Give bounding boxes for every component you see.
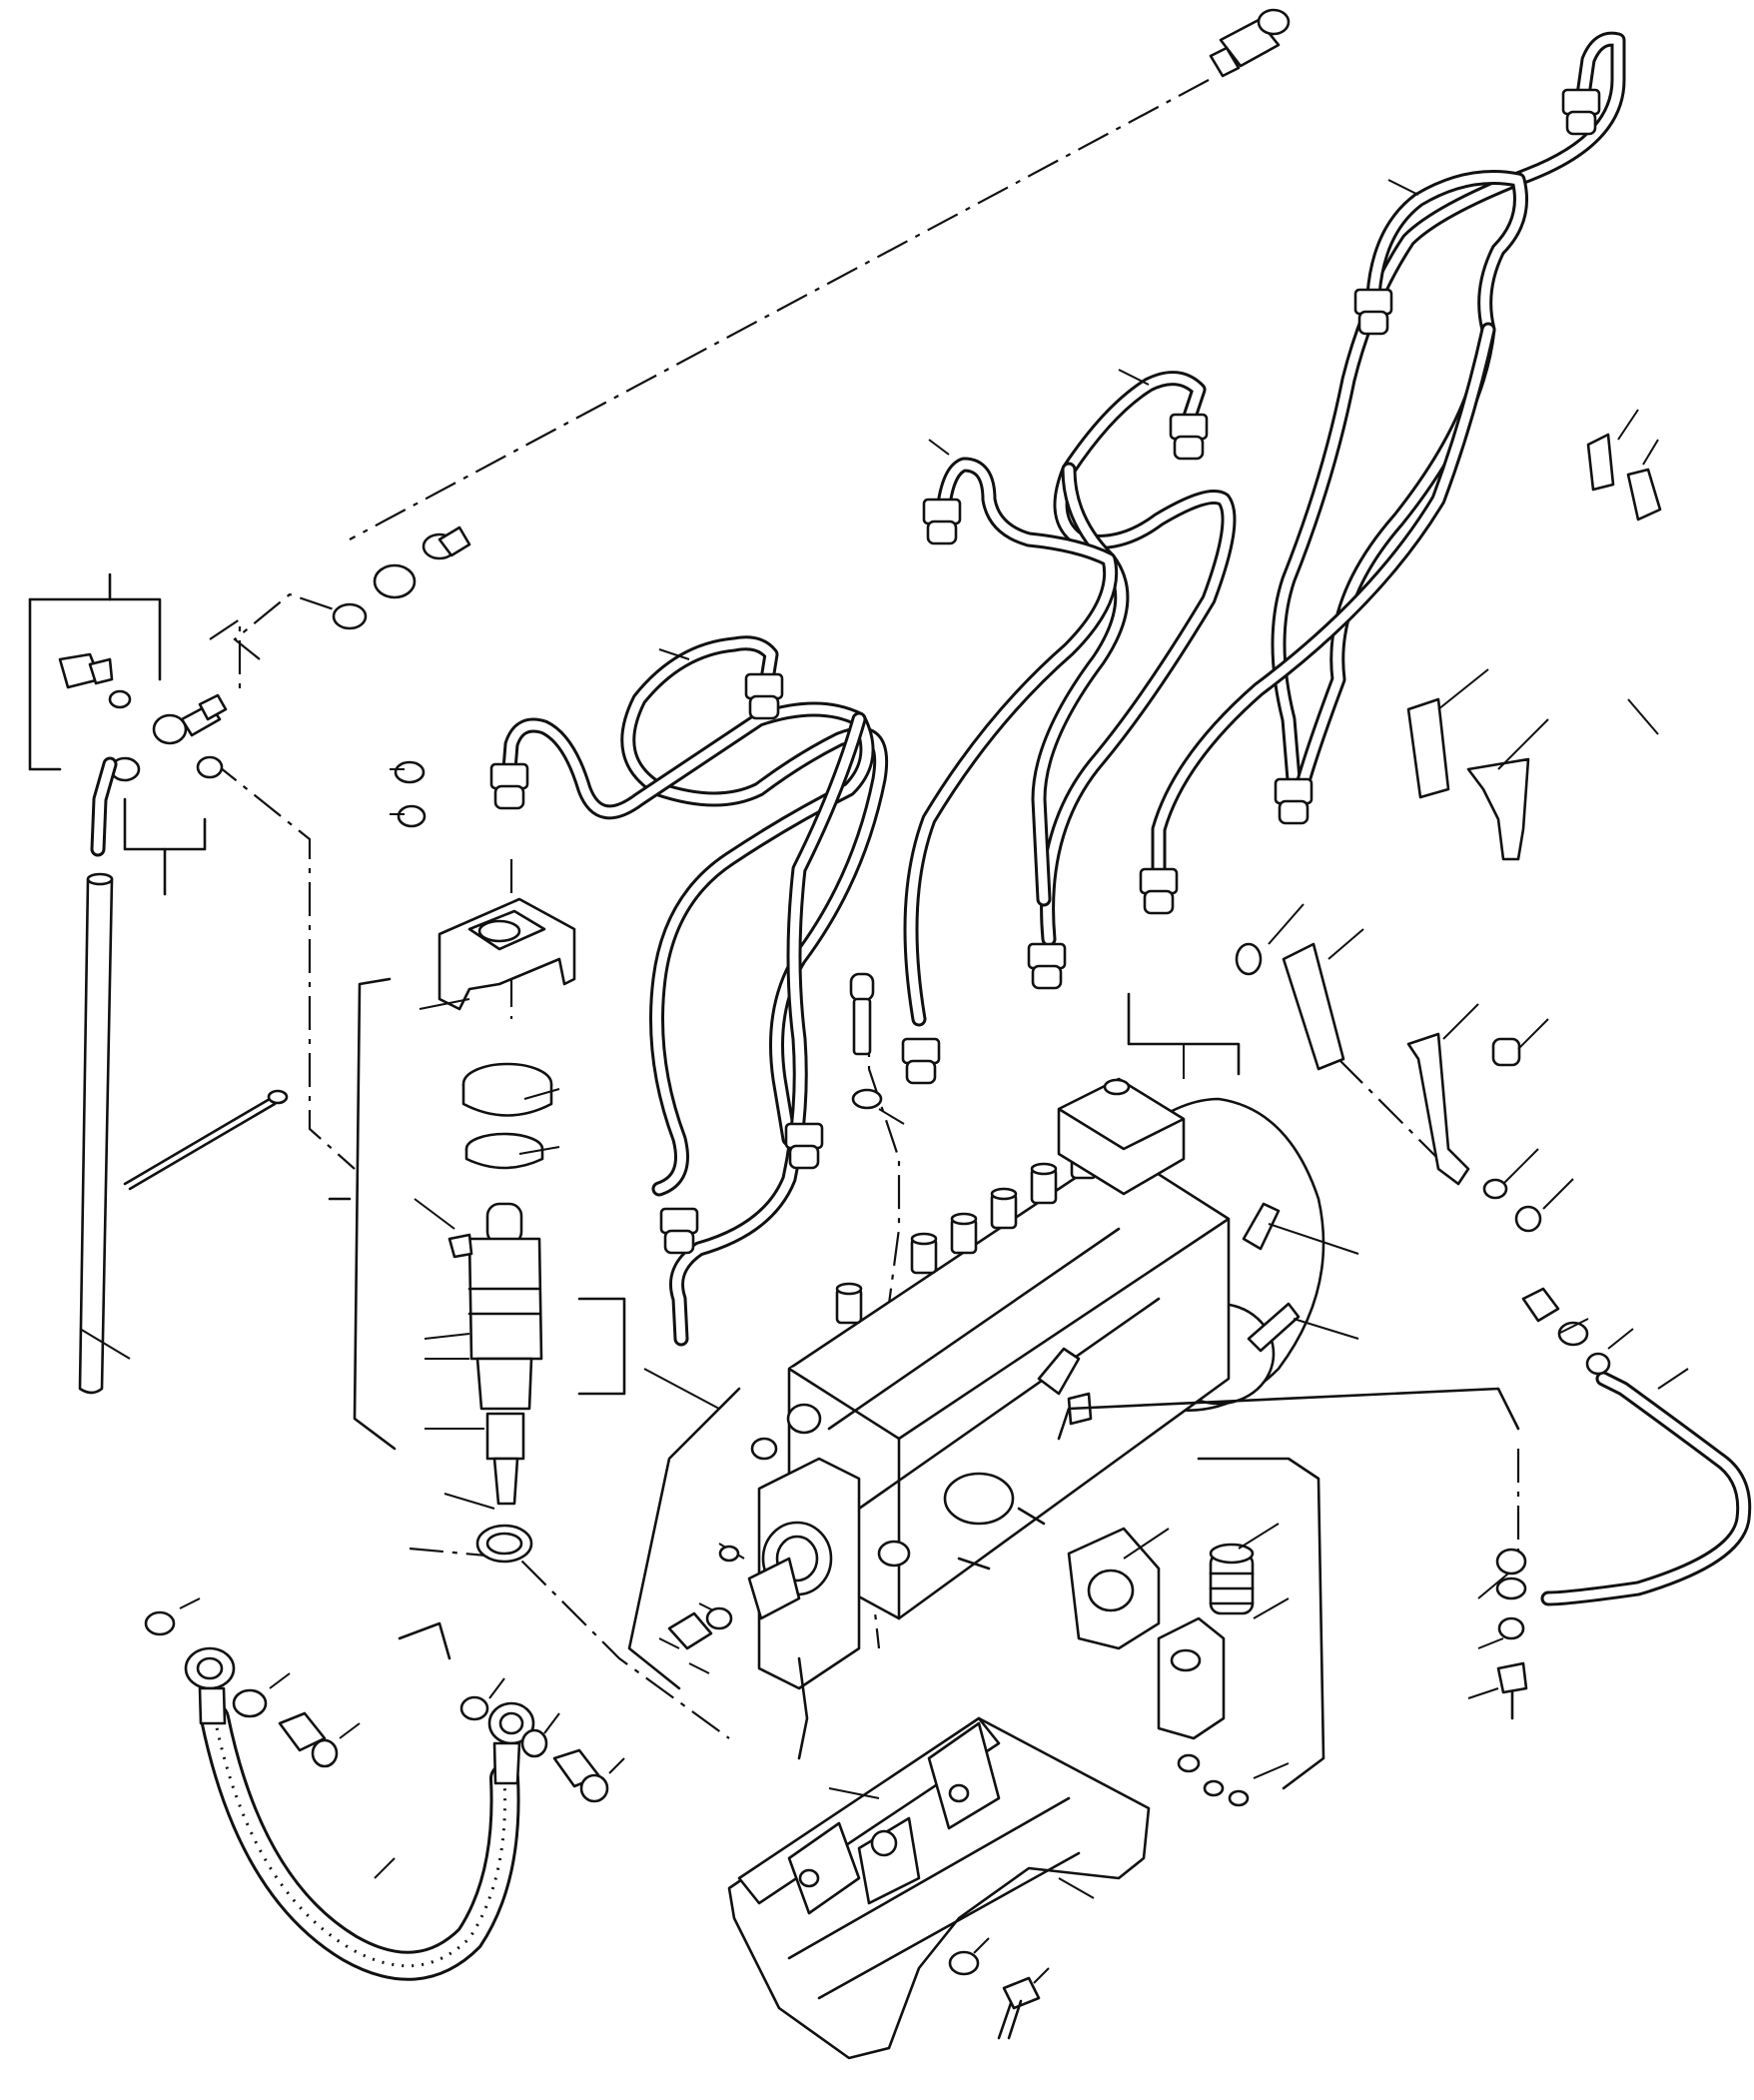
nozzle-holder-bracket xyxy=(390,760,576,1011)
pump-leaders xyxy=(577,992,1520,1760)
fuel-high-pressure-lines xyxy=(489,31,1626,1347)
leak-off-pipe xyxy=(78,872,114,1395)
assembly-centerlines xyxy=(209,79,1520,1739)
split-pin xyxy=(123,1089,289,1191)
overflow-top-fitting xyxy=(1209,8,1291,78)
overflow-tee xyxy=(109,693,228,782)
nozzle-leaders xyxy=(328,977,560,1510)
line-clamps xyxy=(1406,409,1662,861)
overflow-pipe-assembly xyxy=(28,8,1291,896)
pump-base-bracket xyxy=(727,1716,1151,2060)
fuel-line-nuts xyxy=(489,88,1601,1255)
injection-pump xyxy=(747,1077,1325,1690)
fuel-line-4 xyxy=(903,457,1119,1027)
fuel-line-6 xyxy=(501,701,875,1347)
overflow-bolt xyxy=(58,652,132,709)
fuel-hose xyxy=(184,1646,535,1981)
fuel-line-leaders xyxy=(658,179,1659,735)
fuel-line-3 xyxy=(1031,371,1237,947)
pump-front-hardware xyxy=(658,1545,740,1674)
fuel-line-5 xyxy=(620,635,889,1147)
pump-top-bolt xyxy=(849,972,905,1125)
fuel-line-2 xyxy=(1151,170,1528,887)
nozzle-holder-assembly xyxy=(447,1062,553,1564)
fuel-line-1 xyxy=(1271,31,1626,787)
hose-fittings xyxy=(144,1597,625,1879)
fuel-return-pipe xyxy=(1467,1287,1752,1720)
feed-pump xyxy=(1067,1457,1325,1807)
base-bolts xyxy=(948,1937,1050,2040)
pump-mounting-bracket xyxy=(1235,903,1574,1233)
overflow-mid-fittings xyxy=(332,525,471,630)
